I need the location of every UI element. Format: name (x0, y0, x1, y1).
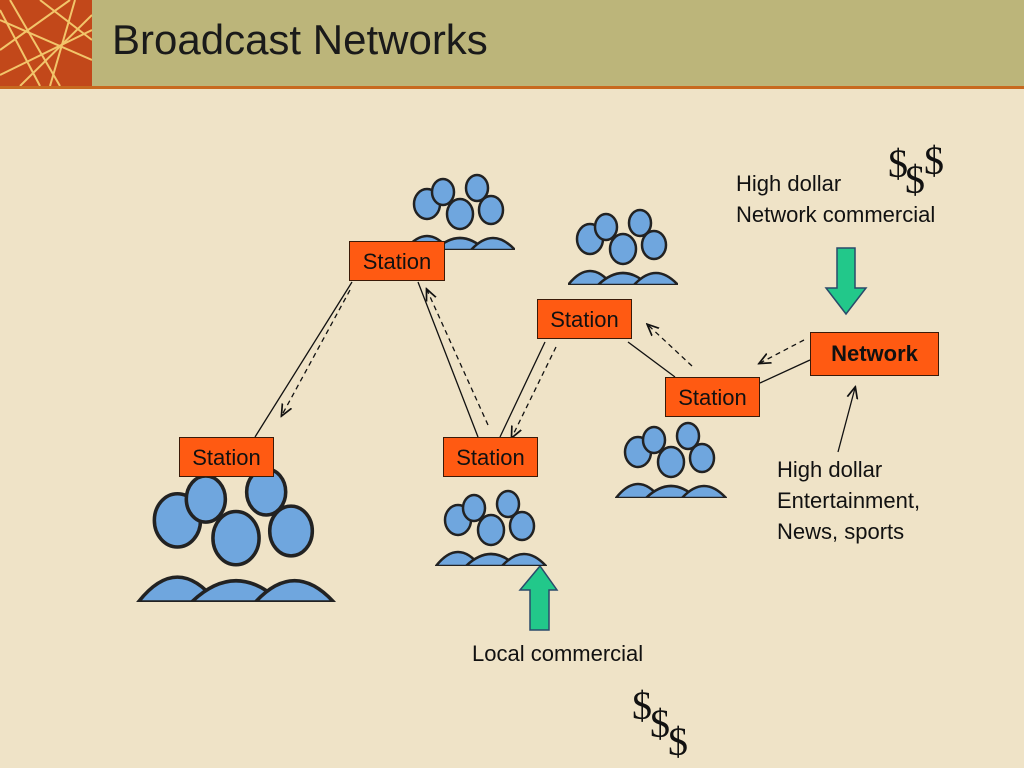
label-line: Network commercial (736, 202, 936, 227)
audience-icon (435, 489, 547, 566)
station-node-upper-right: Station (537, 299, 632, 339)
local-commercial-label: Local commercial (472, 641, 644, 666)
station-node-left: Station (179, 437, 274, 477)
audience-icon (615, 421, 727, 498)
audience-icon (568, 208, 678, 285)
logo-icon (0, 0, 92, 86)
slide-header (0, 0, 1024, 86)
network-node: Network (810, 332, 939, 376)
station-node-mid: Station (443, 437, 538, 477)
network-commercial-label: High dollar Network commercial (736, 168, 935, 230)
audience-icon (405, 173, 515, 250)
header-rule (0, 86, 1024, 89)
label-line: Entertainment, (777, 488, 921, 513)
station-node-right: Station (665, 377, 760, 417)
dollar-sign: $ (668, 719, 688, 764)
down-arrow-icon (824, 247, 868, 316)
dollar-sign: $ (888, 141, 908, 186)
dollar-sign: $ (632, 683, 652, 728)
label-line: News, sports (777, 519, 905, 544)
up-arrow-icon (518, 564, 559, 631)
dollar-sign: $ (650, 701, 670, 746)
audience-icon (136, 467, 336, 602)
slide-title: Broadcast Networks (112, 16, 488, 63)
label-line: High dollar (777, 457, 883, 482)
programming-label: High dollar Entertainment, News, sports (777, 454, 920, 547)
station-node-top: Station (349, 241, 445, 281)
dollar-sign: $ (905, 157, 925, 202)
dollar-sign: $ (924, 138, 944, 183)
label-line: High dollar (736, 171, 842, 196)
